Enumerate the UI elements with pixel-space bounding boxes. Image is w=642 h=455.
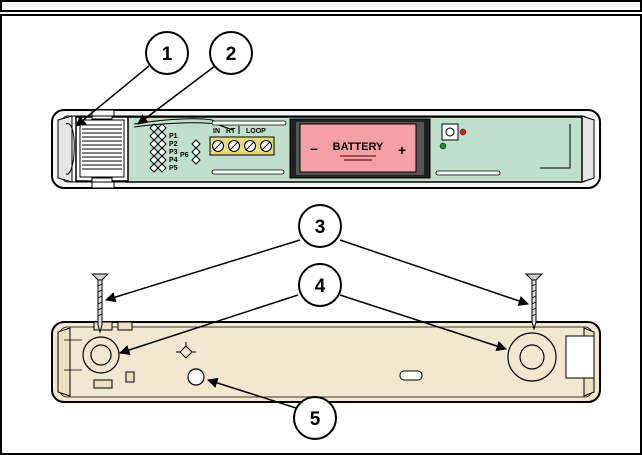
callout-3-label: 3	[315, 217, 326, 238]
leader-4a	[119, 294, 299, 356]
leader-5	[206, 377, 297, 409]
board-slot-top	[211, 120, 287, 126]
leader-1	[75, 65, 150, 127]
battery-minus-sign: –	[310, 140, 318, 156]
pin-label-p3: P3	[169, 149, 178, 156]
wire-knockout-hole	[187, 368, 205, 386]
antenna	[540, 124, 571, 169]
callout-3: 3	[298, 204, 342, 248]
callout-4: 4	[298, 263, 342, 307]
pin-label-p2: P2	[169, 141, 178, 148]
alignment-mark-icon	[176, 342, 196, 359]
base-right-latch	[565, 335, 595, 379]
callout-2: 2	[209, 31, 253, 75]
leader-lines	[75, 65, 529, 409]
reed-switch	[75, 111, 129, 186]
battery-label: BATTERY	[333, 141, 384, 153]
battery-cell	[299, 123, 417, 173]
terminal-label-loop: LOOP	[246, 128, 266, 135]
base-clip-bottom-2	[125, 371, 135, 383]
left-latch	[65, 123, 75, 175]
tamper-button	[445, 127, 455, 137]
leader-4b	[339, 294, 507, 352]
callout-5-label: 5	[310, 409, 321, 430]
mounting-hole-right	[519, 344, 545, 370]
leader-3a	[104, 239, 301, 303]
callout-1-label: 1	[162, 44, 173, 65]
pin-label-p1: P1	[169, 133, 178, 140]
battery-plus-sign: +	[398, 142, 406, 158]
pin-label-p5: P5	[169, 165, 178, 172]
leader-3b	[339, 239, 529, 306]
pin-header-icon	[149, 123, 201, 173]
callout-1: 1	[145, 31, 189, 75]
board-slot-bottom	[211, 169, 285, 175]
callout-2-label: 2	[226, 44, 237, 65]
base-slot	[399, 370, 423, 381]
base-clip-top	[93, 321, 113, 331]
board-slot-right	[435, 170, 501, 176]
base-clip-top-2	[117, 321, 133, 331]
callout-5: 5	[293, 396, 337, 440]
mounting-hole-left	[90, 344, 112, 366]
screw-right-icon	[524, 273, 544, 331]
terminal-label-in: IN	[213, 128, 220, 135]
transmitter-open-view: P1 P2 P3 P4 P5 P6 IN RT LOOP BATTERY –	[51, 109, 601, 189]
base-clip-bottom	[93, 379, 113, 389]
screw-terminal-block	[209, 136, 275, 156]
led-red	[459, 128, 467, 136]
clip-bottom-left	[91, 181, 115, 189]
leader-2	[137, 65, 216, 125]
transmitter-base-view	[51, 321, 601, 403]
base-left-cap	[57, 327, 71, 397]
battery-fine-print	[340, 155, 376, 157]
top-frame-strip	[0, 0, 642, 12]
callout-4-label: 4	[315, 276, 326, 297]
screw-terminal-icon	[212, 140, 272, 152]
housing-left-cap	[57, 115, 73, 183]
pin-label-p6: P6	[180, 152, 189, 159]
pin-label-p4: P4	[169, 157, 178, 164]
terminal-label-rt: RT	[226, 128, 236, 135]
led-green	[439, 142, 447, 150]
housing-right-cap	[581, 115, 595, 183]
screw-left-icon	[90, 273, 110, 334]
